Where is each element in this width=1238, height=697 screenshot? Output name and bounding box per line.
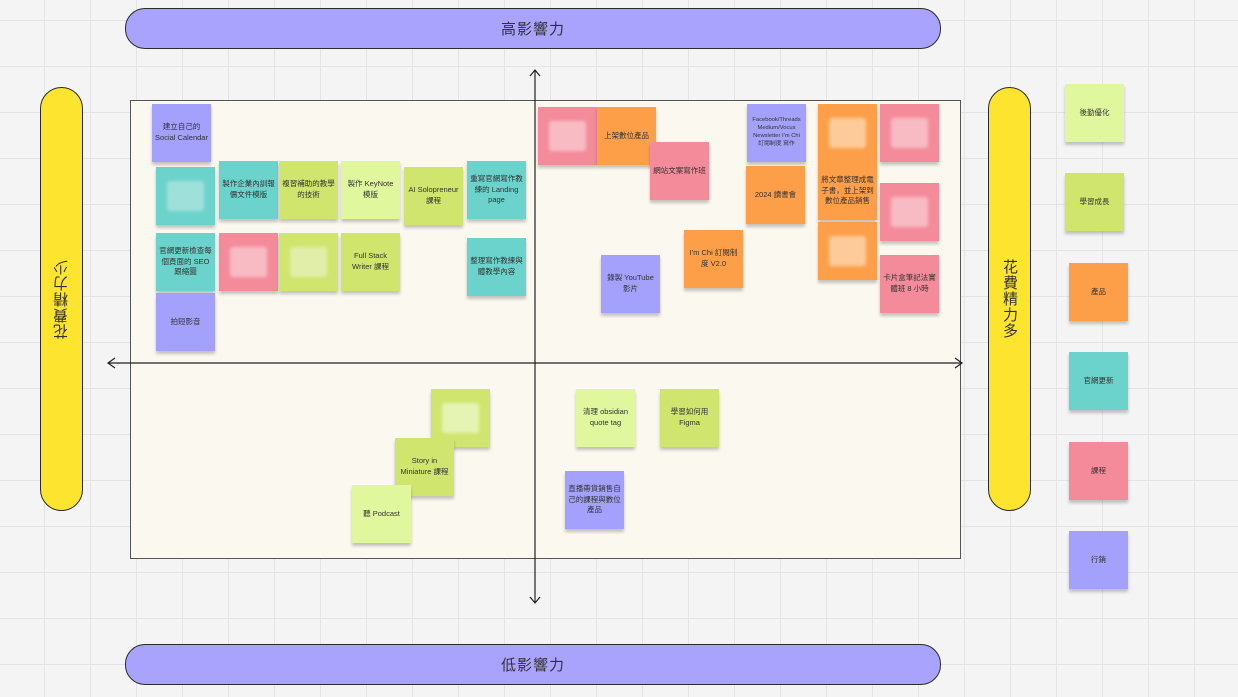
sticky-note[interactable]: 清理 obsidian quote tag <box>576 389 635 447</box>
high-impact-text: 高影響力 <box>500 21 565 38</box>
sticky-note[interactable]: Facebook/Threads Medium/Vocus Newsletter… <box>747 104 806 162</box>
sticky-note[interactable]: 將文章整理成電子書，並上架到數位產品銷售 <box>818 162 877 220</box>
sticky-note[interactable]: 拍短影音 <box>156 293 215 351</box>
low-effort-label: 花費精力少 <box>40 87 83 511</box>
sticky-note[interactable]: 卡片盒筆記法實體班 8 小時 <box>880 255 939 313</box>
axis-arrow-up <box>529 69 541 77</box>
sticky-note-blurred[interactable] <box>538 107 597 165</box>
axis-arrow-left <box>106 357 116 369</box>
high-effort-text: 花費精力多 <box>1001 259 1018 339</box>
sticky-note[interactable]: 錄製 YouTube 影片 <box>601 255 660 313</box>
sticky-note[interactable]: 官網更新檢查每個頁面的 SEO 跟縮圖 <box>156 233 215 291</box>
sticky-note-blurred[interactable] <box>431 389 490 447</box>
sticky-note[interactable]: 重寫官網寫作教練的 Landing page <box>467 161 526 219</box>
blurred-content <box>548 121 587 151</box>
blurred-content <box>828 236 867 266</box>
low-impact-label: 低影響力 <box>125 644 941 685</box>
blurred-content <box>890 197 929 227</box>
sticky-note[interactable]: 2024 讀書會 <box>746 166 805 224</box>
sticky-note[interactable]: 直播帶貨銷售自己的課程與數位產品 <box>565 471 624 529</box>
axis-arrow-right <box>954 357 964 369</box>
sticky-note-blurred[interactable] <box>880 183 939 241</box>
sticky-note[interactable]: 製作 KeyNote 模版 <box>341 161 400 219</box>
sticky-note[interactable]: 上架數位產品 <box>597 107 656 165</box>
high-impact-label: 高影響力 <box>125 8 941 49</box>
sticky-note[interactable]: 建立自己的 Social Calendar <box>152 104 211 162</box>
legend-marketing[interactable]: 行銷 <box>1069 531 1128 589</box>
low-impact-text: 低影響力 <box>500 657 565 674</box>
sticky-note-blurred[interactable] <box>279 233 338 291</box>
blurred-content <box>166 181 205 211</box>
axis-arrow-down <box>529 596 541 604</box>
sticky-note[interactable]: 製作企業內訓報價文件模版 <box>219 161 278 219</box>
blurred-content <box>441 403 480 433</box>
sticky-note[interactable]: AI Solopreneur 課程 <box>404 167 463 225</box>
sticky-note-blurred[interactable] <box>156 167 215 225</box>
legend-website[interactable]: 官網更新 <box>1069 352 1128 410</box>
sticky-note[interactable]: 學習如何用 Figma <box>660 389 719 447</box>
sticky-note[interactable]: 整理寫作教練與體教學內容 <box>467 238 526 296</box>
sticky-note[interactable]: Full Stack Writer 課程 <box>341 233 400 291</box>
legend-logistics[interactable]: 後勤優化 <box>1065 84 1124 142</box>
sticky-note[interactable]: I'm Chi 訂閱制度 V2.0 <box>684 230 743 288</box>
sticky-note[interactable]: 網站文案寫作班 <box>650 142 709 200</box>
sticky-note[interactable]: 聽 Podcast <box>352 485 411 543</box>
legend-course[interactable]: 課程 <box>1069 442 1128 500</box>
sticky-note-blurred[interactable] <box>818 104 877 162</box>
sticky-note-blurred[interactable] <box>818 222 877 280</box>
blurred-content <box>828 118 867 148</box>
legend-learning[interactable]: 學習成長 <box>1065 173 1124 231</box>
blurred-content <box>289 247 328 277</box>
sticky-note-blurred[interactable] <box>219 233 278 291</box>
legend-product[interactable]: 產品 <box>1069 263 1128 321</box>
sticky-note[interactable]: 複習補助的教學的技術 <box>279 161 338 219</box>
blurred-content <box>890 118 929 148</box>
high-effort-label: 花費精力多 <box>988 87 1031 511</box>
blurred-content <box>229 247 268 277</box>
sticky-note-blurred[interactable] <box>880 104 939 162</box>
